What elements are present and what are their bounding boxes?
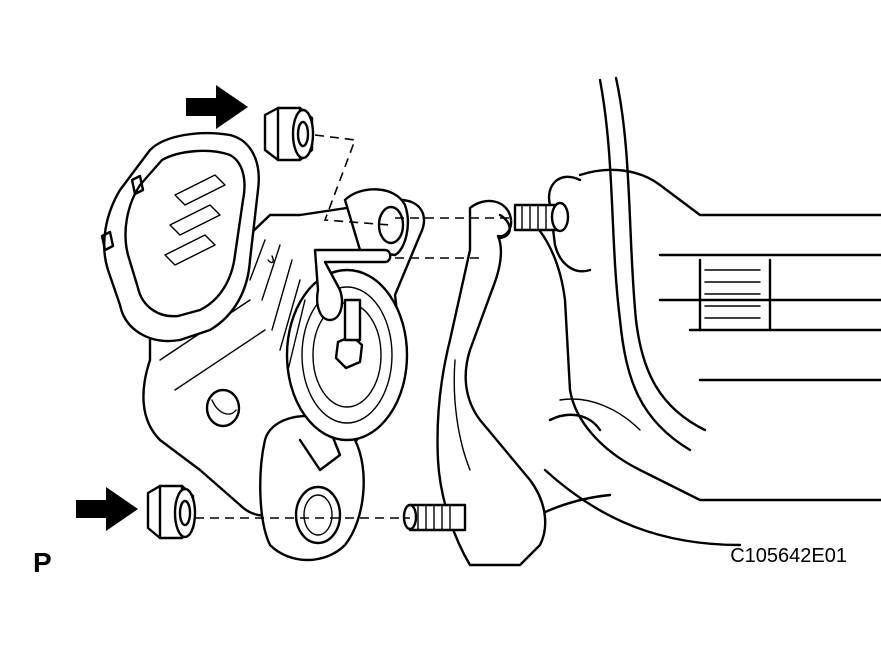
arrow-right-icon bbox=[186, 85, 248, 129]
upper-nut bbox=[263, 106, 315, 162]
lower-stud bbox=[402, 503, 467, 532]
connector-housing bbox=[100, 132, 260, 343]
figure-code: C105642E01 bbox=[730, 545, 847, 567]
mounting-bracket bbox=[436, 199, 547, 567]
lower-nut bbox=[146, 484, 197, 540]
vehicle-body-structure bbox=[468, 76, 881, 562]
arrow-right-icon bbox=[76, 487, 138, 531]
upper-stud bbox=[513, 201, 570, 233]
alignment-lines bbox=[195, 134, 515, 519]
view-label: P bbox=[33, 547, 52, 578]
